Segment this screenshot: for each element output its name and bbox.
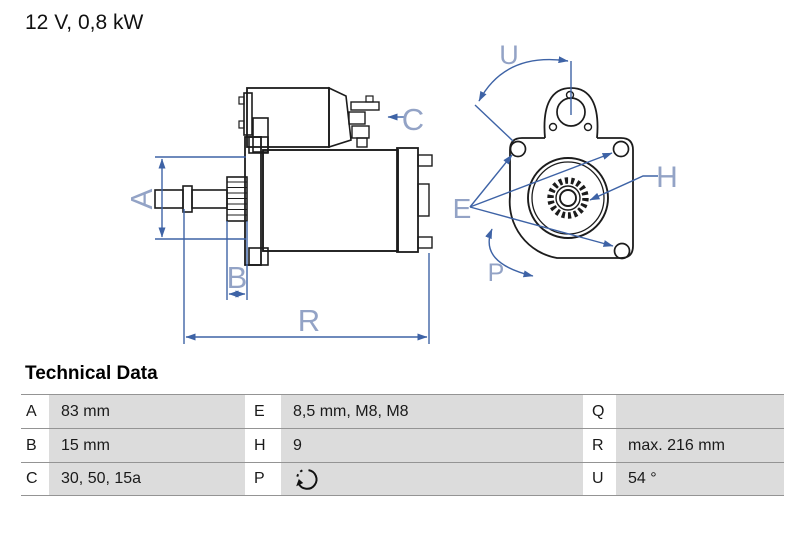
label-e: E xyxy=(453,193,472,224)
dim-p-arc xyxy=(485,228,534,278)
solenoid-terminal-block-3 xyxy=(356,137,368,148)
table-heading: Technical Data xyxy=(25,363,158,384)
rotation-direction-icon xyxy=(296,469,318,490)
row-key: B xyxy=(21,429,49,462)
label-u: U xyxy=(499,40,519,70)
pinion-teeth-ring xyxy=(547,177,589,219)
bearing-outer-circle xyxy=(527,157,609,239)
row-value: 83 mm xyxy=(49,395,245,428)
flange-hole-top-left xyxy=(509,140,527,158)
front-view-dimensions xyxy=(469,56,658,278)
row-value: max. 216 mm xyxy=(616,429,784,462)
row-value xyxy=(616,395,784,428)
label-c: C xyxy=(402,102,424,137)
row-key: P xyxy=(245,463,281,495)
row-key: U xyxy=(583,463,616,495)
dim-a-extension-lines xyxy=(155,156,246,240)
dim-e-leader-2 xyxy=(469,152,613,208)
technical-drawing: A B R C xyxy=(124,40,678,344)
table-row: C 30, 50, 15a P U 54 ° xyxy=(21,462,784,496)
row-value: 30, 50, 15a xyxy=(49,463,245,495)
dim-e-leader-3 xyxy=(469,206,614,247)
motor-body xyxy=(262,149,399,252)
row-key: A xyxy=(21,395,49,428)
dim-r-extension-lines xyxy=(183,209,430,344)
shaft-mid xyxy=(191,189,228,209)
solenoid-left-cap xyxy=(243,92,253,136)
dim-u-arc xyxy=(478,56,569,102)
table-row: B 15 mm H 9 R max. 216 mm xyxy=(21,428,784,462)
side-view-dimensions xyxy=(155,113,430,344)
shaft-tip xyxy=(154,189,184,209)
row-value: 15 mm xyxy=(49,429,245,462)
end-mid-block xyxy=(417,183,430,217)
solenoid-terminal-block-2 xyxy=(351,125,370,139)
row-value: 9 xyxy=(281,429,583,462)
row-key: C xyxy=(21,463,49,495)
starter-side-view xyxy=(154,86,433,266)
row-key: H xyxy=(245,429,281,462)
row-key: Q xyxy=(583,395,616,428)
label-h: H xyxy=(656,161,678,194)
technical-data-table: A 83 mm E 8,5 mm, M8, M8 Q B 15 mm H 9 R… xyxy=(21,394,784,496)
flange-hole-top-right xyxy=(612,140,630,158)
row-value-rotation xyxy=(281,463,583,495)
label-a: A xyxy=(124,188,159,209)
flange-ear-top xyxy=(248,136,269,154)
shaft-ring xyxy=(182,185,193,213)
row-value: 8,5 mm, M8, M8 xyxy=(281,395,583,428)
flange-ear-bottom xyxy=(248,247,269,266)
ear-hole-left xyxy=(548,122,558,132)
label-b: B xyxy=(227,260,248,295)
shaft-hole xyxy=(559,189,577,207)
dim-h-leader xyxy=(589,175,658,201)
solenoid-nub-bottom xyxy=(238,120,245,129)
dim-u-leg xyxy=(474,104,514,142)
front-view-labels: U E H P xyxy=(453,40,678,287)
end-stud-top xyxy=(417,154,433,167)
page-title: 12 V, 0,8 kW xyxy=(25,11,144,34)
row-value: 54 ° xyxy=(616,463,784,495)
flange-hole-bottom-right xyxy=(613,242,631,260)
solenoid-terminal-stud xyxy=(350,101,380,111)
row-key: R xyxy=(583,429,616,462)
end-stud-bottom xyxy=(417,236,433,249)
label-p: P xyxy=(488,259,505,287)
row-key: E xyxy=(245,395,281,428)
pinion-gear xyxy=(226,176,248,222)
side-view-labels: A B R C xyxy=(124,102,424,338)
solenoid-nub-top xyxy=(238,96,245,105)
dim-b-extension-lines xyxy=(226,221,248,300)
pinion-hub xyxy=(555,185,581,211)
solenoid-terminal-nub xyxy=(365,95,374,103)
table-row: A 83 mm E 8,5 mm, M8, M8 Q xyxy=(21,394,784,428)
label-r: R xyxy=(298,303,320,338)
ear-hole-right xyxy=(583,122,593,132)
motor-end-cap xyxy=(396,147,419,253)
dim-e-leader-1 xyxy=(469,154,513,208)
solenoid-end-cap xyxy=(328,86,352,149)
solenoid-terminal-block-1 xyxy=(348,111,366,125)
